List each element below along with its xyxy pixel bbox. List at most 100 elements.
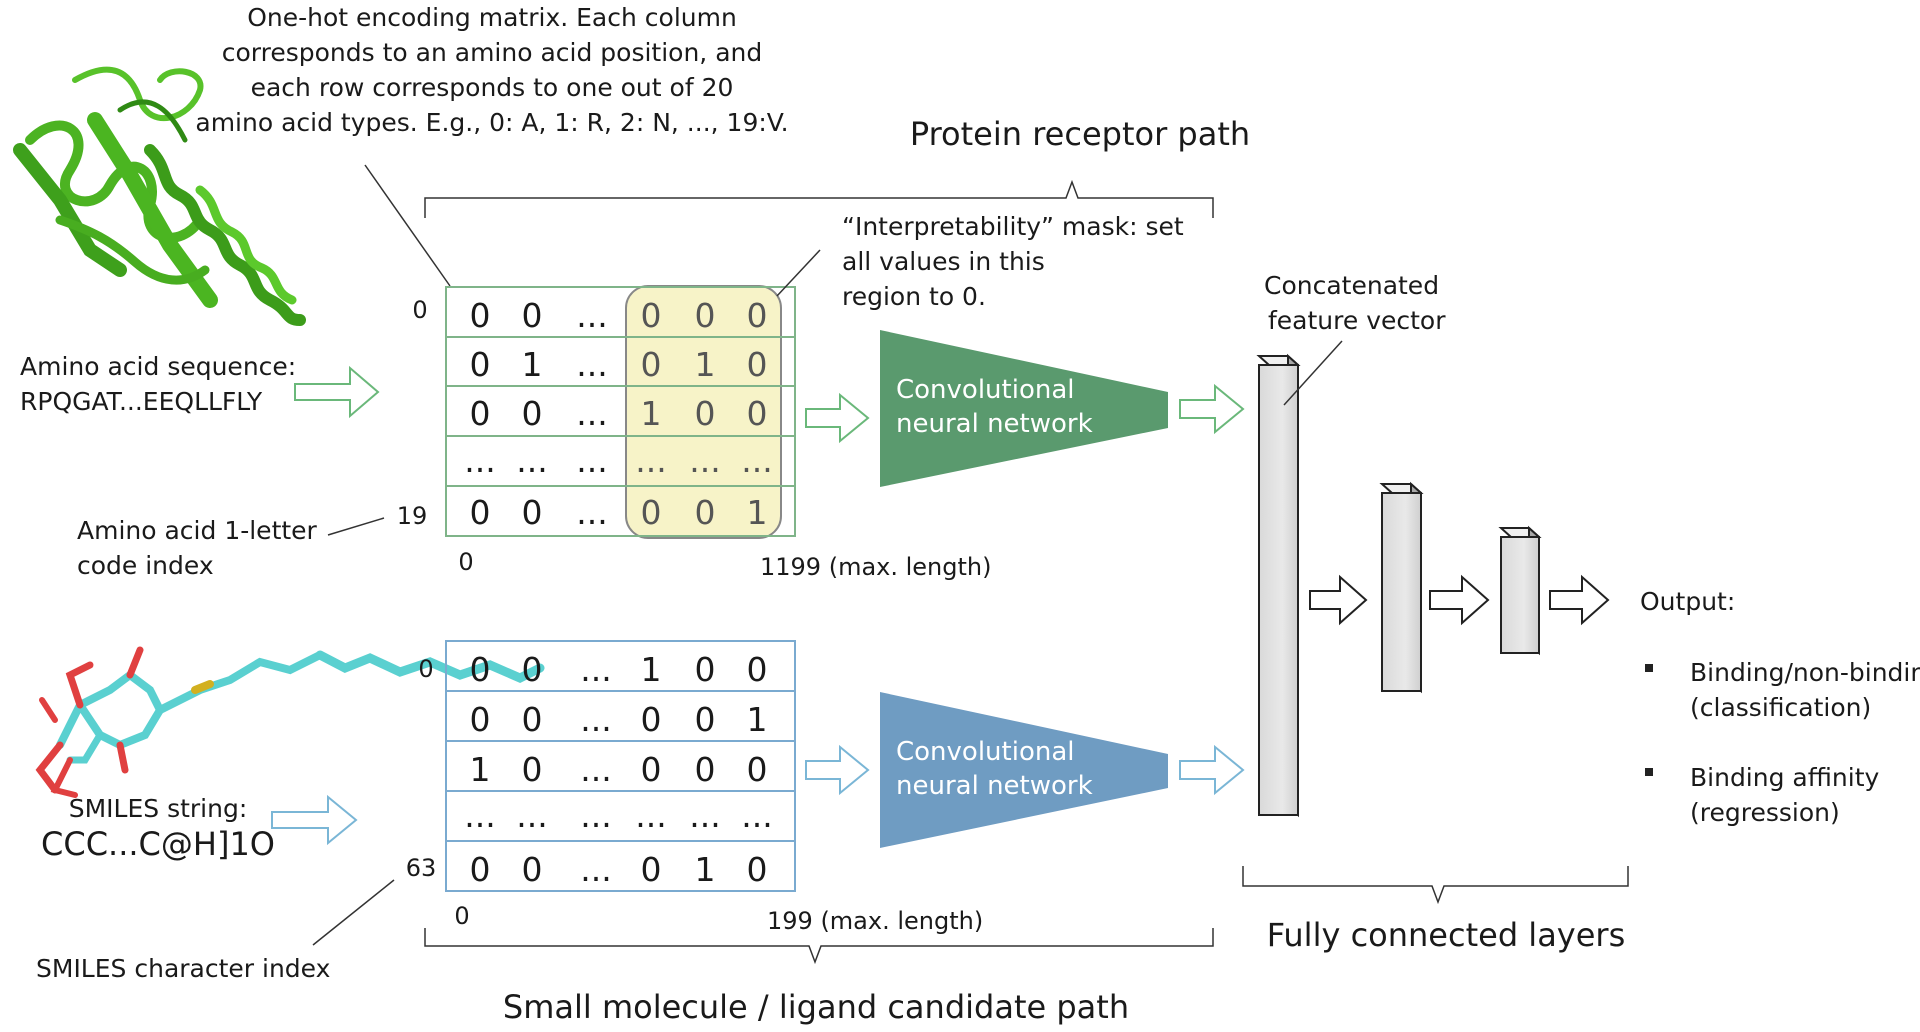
protein-col-index-first: 0 — [458, 548, 473, 576]
protein-structure-image — [13, 66, 306, 326]
concat-note-leader — [1283, 340, 1343, 406]
protein-cnn-label: Convolutional — [896, 375, 1075, 405]
bar-front — [1381, 492, 1422, 692]
matrix-cell: ... — [689, 796, 720, 835]
matrix-cell: 0 — [695, 650, 716, 689]
matrix-cell: ... — [741, 441, 772, 480]
protein-cnn-to-vector-arrow — [1179, 383, 1245, 435]
output-item-regression: Binding affinity — [1690, 763, 1879, 792]
one-hot-note-line: each row corresponds to one out of 20 — [251, 73, 734, 102]
output-title: Output: — [1640, 587, 1735, 616]
output-bullet — [1645, 768, 1653, 776]
matrix-cell: 0 — [470, 493, 491, 532]
one-hot-note-line: One-hot encoding matrix. Each column — [247, 3, 737, 32]
ligand-cnn-label: neural network — [896, 771, 1093, 801]
matrix-cell: ... — [576, 441, 607, 480]
matrix-cell: ... — [741, 796, 772, 835]
matrix-cell: 0 — [522, 296, 543, 335]
matrix-cell: 0 — [522, 493, 543, 532]
ligand-to-cnn-arrow — [805, 744, 870, 796]
bar-front — [1500, 536, 1540, 654]
bar-front — [1258, 364, 1299, 816]
matrix-cell: ... — [580, 750, 611, 789]
matrix-cell: ... — [576, 345, 607, 384]
output-item-classification-sub: (classification) — [1690, 693, 1871, 722]
matrix-cell: 0 — [522, 850, 543, 889]
matrix-cell: 1 — [522, 345, 543, 384]
ligand-path-brace — [424, 928, 1214, 965]
matrix-cell: ... — [580, 796, 611, 835]
matrix-cell: 0 — [641, 296, 662, 335]
mask-note: region to 0. — [842, 282, 986, 311]
matrix-cell: ... — [635, 441, 666, 480]
matrix-cell: 0 — [747, 850, 768, 889]
matrix-cell: 0 — [747, 650, 768, 689]
matrix-cell: 0 — [695, 296, 716, 335]
matrix-cell: ... — [580, 850, 611, 889]
matrix-cell: 1 — [641, 650, 662, 689]
ligand-col-index-first: 0 — [454, 902, 469, 930]
matrix-cell: 0 — [641, 493, 662, 532]
matrix-cell: 0 — [470, 850, 491, 889]
fc-layer-2 — [1379, 481, 1424, 694]
matrix-cell: 0 — [470, 650, 491, 689]
matrix-cell: 0 — [470, 700, 491, 739]
matrix-cell: 0 — [522, 650, 543, 689]
matrix-cell: 0 — [641, 345, 662, 384]
matrix-cell: 1 — [747, 493, 768, 532]
mask-note: “Interpretability” mask: set — [842, 212, 1184, 241]
matrix-cell: 0 — [641, 850, 662, 889]
one-hot-note-line: amino acid types. E.g., 0: A, 1: R, 2: N… — [195, 108, 788, 137]
protein-cnn-block — [880, 330, 1168, 487]
ligand-cnn-to-vector-arrow — [1179, 744, 1245, 796]
amino-index-leader — [327, 517, 385, 536]
matrix-cell: 1 — [695, 345, 716, 384]
matrix-cell: ... — [576, 394, 607, 433]
ligand-matrix-frame — [445, 640, 796, 892]
sequence-arrow — [294, 365, 380, 419]
matrix-cell: 1 — [747, 700, 768, 739]
smiles-label: SMILES string: — [69, 794, 248, 823]
one-hot-note-leader — [364, 164, 451, 287]
matrix-cell: 0 — [522, 750, 543, 789]
fc-arrow-3 — [1549, 574, 1610, 626]
matrix-cell: ... — [635, 796, 666, 835]
ligand-cnn-block — [880, 692, 1168, 848]
protein-row-index-first: 0 — [412, 296, 427, 324]
matrix-cell: ... — [580, 650, 611, 689]
matrix-cell: 0 — [470, 296, 491, 335]
fc-arrow-2 — [1429, 574, 1490, 626]
protein-cnn-label: neural network — [896, 409, 1093, 439]
output-item-classification: Binding/non-binding — [1690, 658, 1920, 687]
matrix-cell: 0 — [747, 394, 768, 433]
ligand-molecule-image — [35, 646, 545, 798]
matrix-cell: ... — [464, 441, 495, 480]
ligand-matrix: 0 0 ... 1 0 0 0 0 ... 0 0 1 1 0 ... 0 0 … — [445, 640, 796, 892]
ligand-col-index-last: 199 (max. length) — [767, 907, 983, 935]
matrix-cell: 1 — [641, 394, 662, 433]
ligand-row-index-last: 63 — [406, 854, 437, 882]
protein-col-index-last: 1199 (max. length) — [760, 553, 991, 581]
matrix-cell: ... — [576, 493, 607, 532]
protein-path-brace — [424, 179, 1214, 218]
smiles-index-label: SMILES character index — [36, 954, 330, 983]
matrix-cell: 0 — [747, 345, 768, 384]
smiles-arrow — [271, 794, 358, 846]
matrix-cell: ... — [516, 441, 547, 480]
matrix-cell: 1 — [695, 850, 716, 889]
concat-feature-vector — [1256, 353, 1301, 818]
one-hot-note-line: corresponds to an amino acid position, a… — [222, 38, 763, 67]
matrix-cell: ... — [580, 700, 611, 739]
protein-to-cnn-arrow — [805, 392, 870, 444]
protein-path-title: Protein receptor path — [910, 115, 1250, 153]
ligand-row-index-first: 0 — [418, 655, 433, 683]
protein-matrix-frame — [445, 286, 796, 537]
matrix-cell: 1 — [470, 750, 491, 789]
ligand-cnn-label: Convolutional — [896, 737, 1075, 767]
matrix-cell: ... — [576, 296, 607, 335]
mask-note-leader — [776, 249, 821, 297]
matrix-cell: 0 — [695, 394, 716, 433]
smiles-index-leader — [312, 879, 395, 946]
amino-seq-label: Amino acid sequence: — [20, 352, 296, 381]
